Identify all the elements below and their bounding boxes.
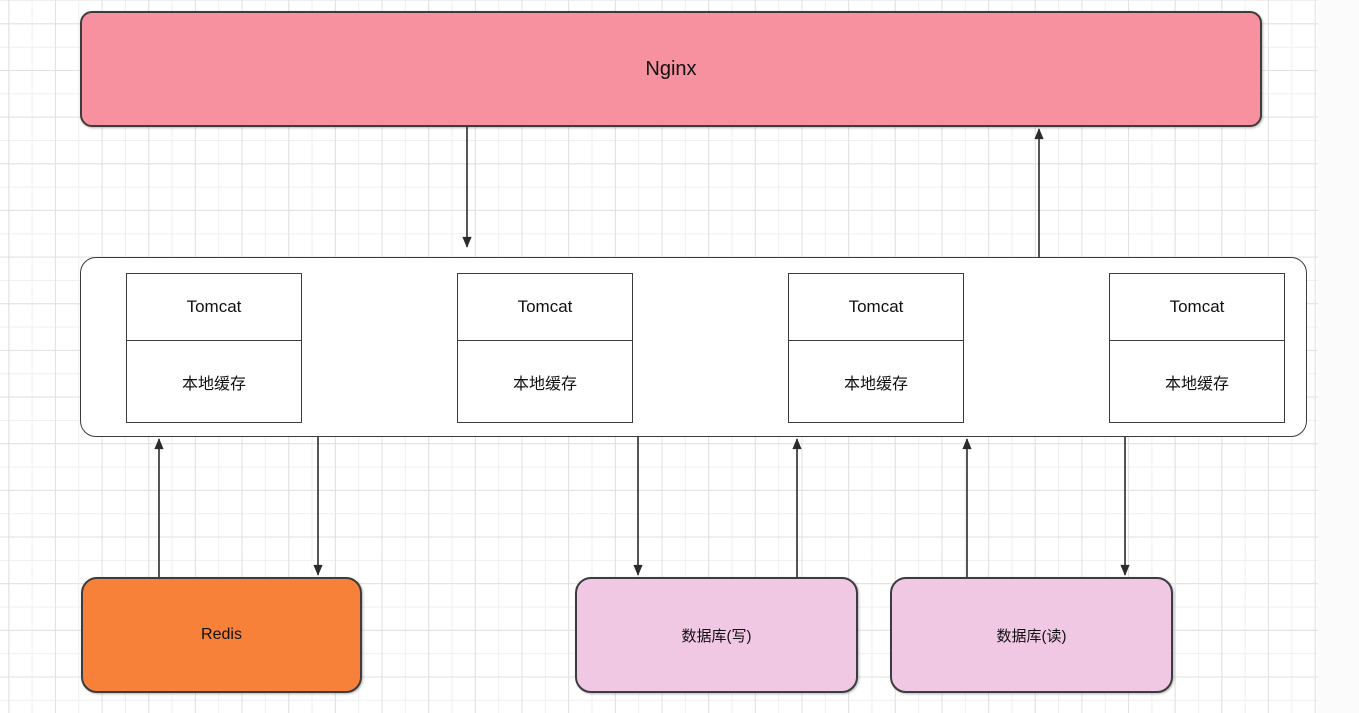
node-nginx[interactable]: Nginx	[80, 11, 1262, 127]
node-tomcat-1[interactable]: Tomcat 本地缓存	[126, 273, 302, 423]
node-redis[interactable]: Redis	[81, 577, 362, 693]
node-tomcat-3[interactable]: Tomcat 本地缓存	[788, 273, 964, 423]
tomcat-1-local-cache-label: 本地缓存	[181, 375, 246, 393]
tomcat-2-local-cache-label: 本地缓存	[512, 375, 577, 393]
node-nginx-label: Nginx	[645, 57, 697, 80]
canvas-right-margin	[1318, 0, 1359, 713]
tomcat-1-label: Tomcat	[127, 274, 301, 341]
tomcat-2-label: Tomcat	[458, 274, 632, 341]
diagram-canvas[interactable]: Nginx Tomcat 本地缓存 Tomcat 本地缓存 Tomcat 本地缓…	[0, 0, 1318, 713]
tomcat-4-label: Tomcat	[1110, 274, 1284, 341]
node-db-read-label: 数据库(读)	[996, 627, 1067, 645]
node-redis-label: Redis	[201, 626, 242, 643]
node-db-read[interactable]: 数据库(读)	[890, 577, 1173, 693]
node-tomcat-2[interactable]: Tomcat 本地缓存	[457, 273, 633, 423]
app-tier-container[interactable]: Tomcat 本地缓存 Tomcat 本地缓存 Tomcat 本地缓存 Tomc…	[80, 257, 1307, 437]
tomcat-3-label: Tomcat	[789, 274, 963, 341]
node-db-write[interactable]: 数据库(写)	[575, 577, 858, 693]
tomcat-4-local-cache-label: 本地缓存	[1164, 375, 1229, 393]
node-db-write-label: 数据库(写)	[681, 627, 752, 645]
tomcat-3-local-cache-label: 本地缓存	[843, 375, 908, 393]
node-tomcat-4[interactable]: Tomcat 本地缓存	[1109, 273, 1285, 423]
